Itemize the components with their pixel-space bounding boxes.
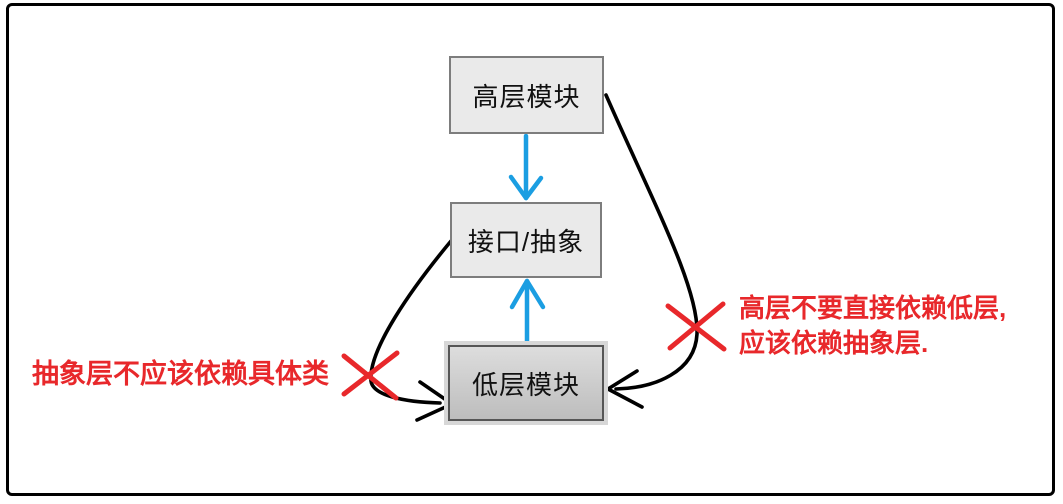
annotation-highlow-rule: 高层不要直接依赖低层, 应该依赖抽象层. [739, 291, 1006, 361]
outer-frame [6, 3, 1055, 496]
node-abstraction-label: 接口/抽象 [467, 226, 585, 257]
annotation-abstraction-rule: 抽象层不应该依赖具体类 [32, 359, 329, 389]
node-low-module-label: 低层模块 [471, 369, 580, 400]
node-high-module: 高层模块 [449, 56, 604, 134]
annotation-highlow-rule-line1: 高层不要直接依赖低层, [739, 293, 1007, 323]
node-low-module: 低层模块 [448, 345, 604, 421]
annotation-highlow-rule-line2: 应该依赖抽象层. [739, 328, 929, 358]
node-high-module-label: 高层模块 [472, 81, 581, 112]
node-abstraction: 接口/抽象 [450, 202, 602, 278]
